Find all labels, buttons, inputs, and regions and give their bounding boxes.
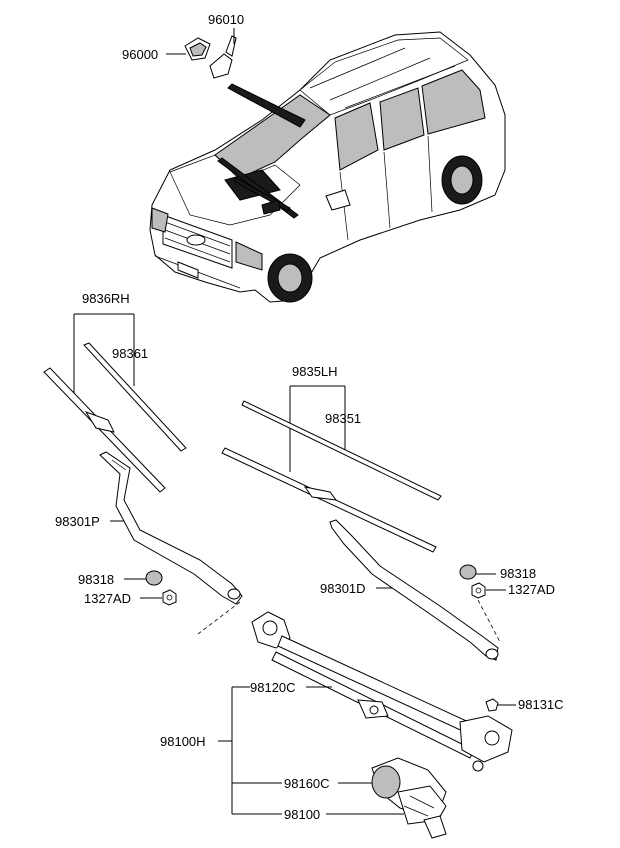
label-98160C: 98160C [284, 776, 330, 791]
suv-icon [149, 31, 506, 303]
wiper-linkage-icon [251, 611, 513, 772]
label-1327AD-left: 1327AD [84, 591, 131, 606]
label-98120C: 98120C [250, 680, 296, 695]
label-98100: 98100 [284, 807, 320, 822]
wiper-arm-rh-icon [99, 451, 243, 605]
nut-right-icon [471, 582, 486, 599]
label-1327AD-right: 1327AD [508, 582, 555, 597]
label-98351: 98351 [325, 411, 361, 426]
wiper-blade-lh-icon [221, 400, 442, 553]
label-98301P: 98301P [55, 514, 100, 529]
label-98318-right: 98318 [500, 566, 536, 581]
label-98131C: 98131C [518, 697, 564, 712]
wiper-motor-icon [371, 757, 447, 839]
label-96010: 96010 [208, 12, 244, 27]
label-9835LH: 9835LH [292, 364, 338, 379]
wiper-blade-rh-icon [43, 342, 187, 493]
wiper-arm-lh-icon [329, 519, 499, 661]
cap-right-icon [459, 564, 477, 580]
nut-left-icon [162, 589, 177, 606]
bolt-icon [485, 698, 499, 712]
cap-left-icon [145, 570, 163, 586]
washer-nozzle-icon [184, 35, 237, 79]
label-9836RH: 9836RH [82, 291, 130, 306]
label-98318-left: 98318 [78, 572, 114, 587]
label-98361: 98361 [112, 346, 148, 361]
label-98301D: 98301D [320, 581, 366, 596]
label-96000: 96000 [122, 47, 158, 62]
label-98100H: 98100H [160, 734, 206, 749]
